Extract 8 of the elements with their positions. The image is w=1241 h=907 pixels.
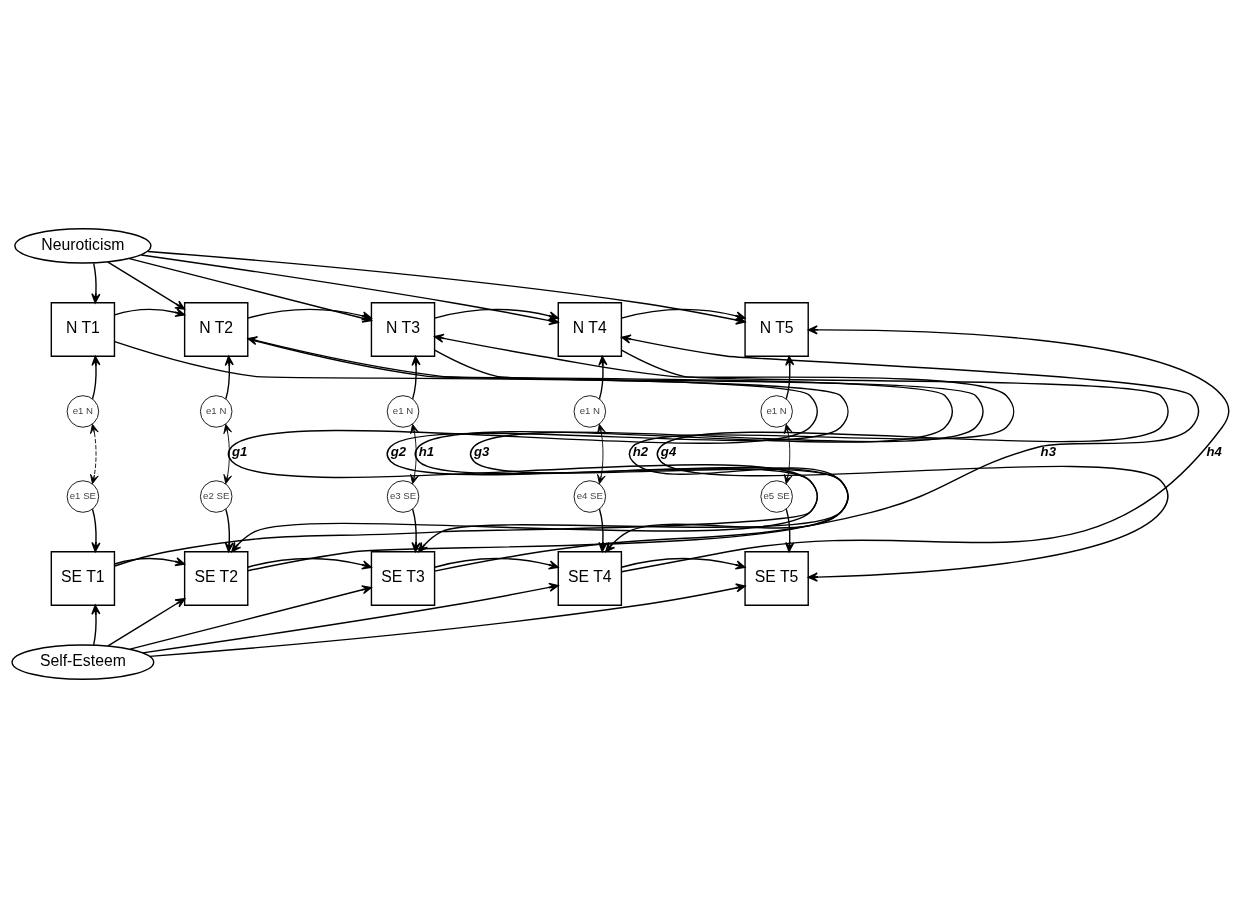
edge-label: h2: [632, 443, 649, 459]
edge-label: g3: [474, 443, 490, 459]
edge-label: g2: [390, 443, 407, 459]
edge-label: g4: [660, 443, 677, 459]
edge-label: h3: [1040, 443, 1056, 459]
edge-label: h1: [418, 443, 435, 459]
edge-label: h4: [1206, 443, 1222, 459]
edge-label: g1: [231, 443, 248, 459]
